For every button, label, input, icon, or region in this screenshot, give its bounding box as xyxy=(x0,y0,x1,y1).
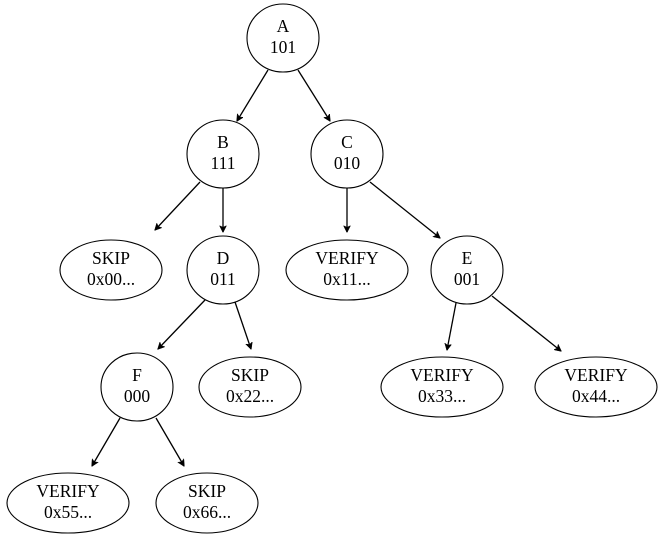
node-shape-ellipse xyxy=(380,356,504,418)
node-label-primary: VERIFY xyxy=(564,365,628,385)
node-label-secondary: 0x00... xyxy=(87,269,135,289)
node-label-secondary: 011 xyxy=(210,269,236,289)
edge-f-to-s6 xyxy=(155,417,184,466)
node-shape-ellipse xyxy=(285,239,409,301)
node-shape-circle xyxy=(246,3,320,73)
node-label-primary: F xyxy=(132,365,142,385)
node-label-primary: SKIP xyxy=(231,365,269,385)
node-label-primary: VERIFY xyxy=(36,481,100,501)
node-label-secondary: 0x33... xyxy=(418,386,466,406)
node-label-primary: E xyxy=(462,248,473,268)
node-label-secondary: 000 xyxy=(124,386,151,406)
edge-line xyxy=(369,181,440,238)
edge-c-to-e xyxy=(369,181,440,238)
edge-d-to-s2 xyxy=(234,301,251,349)
edge-line xyxy=(491,295,561,351)
node-label-primary: C xyxy=(341,132,353,152)
edge-line xyxy=(158,299,206,349)
node-label-primary: A xyxy=(277,16,290,36)
node-shape-ellipse xyxy=(155,472,259,534)
node-shape-ellipse xyxy=(59,239,163,301)
node-label-secondary: 0x44... xyxy=(572,386,620,406)
node-label-secondary: 0x22... xyxy=(226,386,274,406)
node-label-secondary: 0x11... xyxy=(323,269,370,289)
node-shape-circle xyxy=(186,235,260,305)
edge-f-to-v5 xyxy=(92,417,121,466)
node-label-primary: B xyxy=(217,132,229,152)
edge-a-to-b xyxy=(237,69,269,121)
node-shape-ellipse xyxy=(534,356,658,418)
node-v3[interactable]: VERIFY0x33... xyxy=(380,356,504,418)
edge-line xyxy=(155,181,201,230)
node-label-primary: D xyxy=(217,248,230,268)
node-label-secondary: 0x66... xyxy=(183,502,231,522)
edge-line xyxy=(234,301,251,349)
node-shape-ellipse xyxy=(198,356,302,418)
node-label-primary: VERIFY xyxy=(410,365,474,385)
node-shape-circle xyxy=(186,119,260,189)
node-shape-circle xyxy=(310,119,384,189)
edge-e-to-v4 xyxy=(491,295,561,351)
node-shape-ellipse xyxy=(6,472,130,534)
node-shape-circle xyxy=(100,352,174,422)
node-shape-circle xyxy=(430,235,504,305)
node-label-secondary: 0x55... xyxy=(44,502,92,522)
edge-line xyxy=(297,69,330,121)
node-s2[interactable]: SKIP0x22... xyxy=(198,356,302,418)
edge-a-to-c xyxy=(297,69,330,121)
edge-line xyxy=(447,302,457,350)
node-label-secondary: 111 xyxy=(211,153,236,173)
edge-e-to-v3 xyxy=(447,302,457,350)
node-v1[interactable]: VERIFY0x11... xyxy=(285,239,409,301)
edge-line xyxy=(155,417,184,466)
node-v5[interactable]: VERIFY0x55... xyxy=(6,472,130,534)
node-label-secondary: 001 xyxy=(454,269,480,289)
nodes-layer: A101B111C010SKIP0x00...D011VERIFY0x11...… xyxy=(6,3,658,534)
node-s6[interactable]: SKIP0x66... xyxy=(155,472,259,534)
edge-line xyxy=(237,69,269,121)
node-label-secondary: 010 xyxy=(334,153,361,173)
node-s0[interactable]: SKIP0x00... xyxy=(59,239,163,301)
node-label-primary: SKIP xyxy=(188,481,226,501)
node-v4[interactable]: VERIFY0x44... xyxy=(534,356,658,418)
node-label-primary: VERIFY xyxy=(315,248,379,268)
edge-b-to-s0 xyxy=(155,181,201,230)
node-label-primary: SKIP xyxy=(92,248,130,268)
edge-d-to-f xyxy=(158,299,206,349)
edges-layer xyxy=(92,69,561,466)
node-label-secondary: 101 xyxy=(270,37,296,57)
edge-line xyxy=(92,417,121,466)
